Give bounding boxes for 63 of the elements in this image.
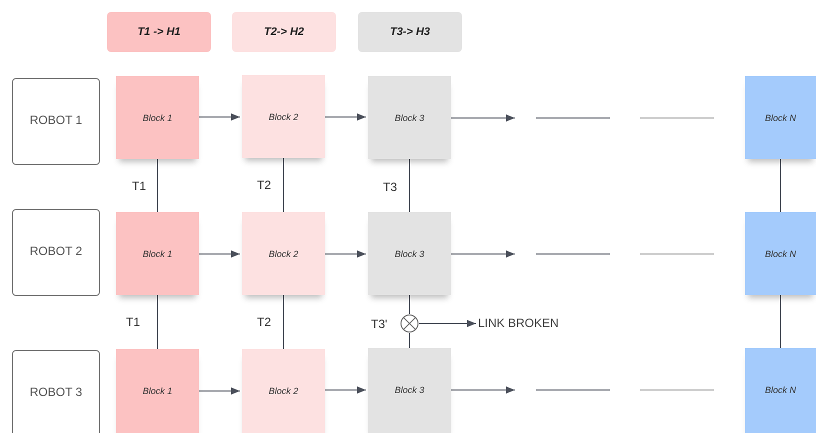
- connector-line: [780, 294, 781, 348]
- block-label: Block N: [764, 385, 796, 395]
- arrow: [198, 113, 240, 121]
- block-box: [242, 349, 325, 433]
- edge-label: T3: [382, 180, 398, 194]
- robot-box: [12, 209, 100, 296]
- arrow: [198, 250, 240, 258]
- connector-line: [780, 158, 781, 212]
- connector-line: [157, 158, 158, 212]
- connector-line: [409, 332, 410, 348]
- block-label: Block 1: [142, 113, 172, 123]
- legend-text: T1 -> H1: [137, 26, 181, 38]
- legend-text: T2-> H2: [264, 26, 304, 38]
- block-label: Block 1: [142, 249, 172, 259]
- arrow: [450, 386, 516, 394]
- edge-label: T1: [125, 315, 142, 329]
- edge-label: T3': [370, 317, 388, 331]
- connector-line: [283, 158, 284, 212]
- connector-line: [409, 158, 410, 212]
- block-box: [745, 348, 816, 433]
- arrow: [418, 320, 476, 328]
- block-label: Block 2: [268, 249, 298, 259]
- edge-label: T1: [131, 179, 148, 193]
- block-box: [116, 76, 199, 159]
- robot-box: [12, 78, 100, 165]
- block-label: Block 2: [268, 112, 298, 122]
- block-label: Block 3: [394, 385, 424, 395]
- broken-link-symbol: [400, 314, 419, 333]
- block-box: [745, 212, 816, 295]
- block-label: Block 3: [394, 249, 424, 259]
- edge-label: T2: [256, 178, 272, 192]
- block-box: [116, 212, 199, 295]
- arrow: [324, 386, 366, 394]
- arrow: [198, 387, 240, 395]
- arrow: [324, 113, 366, 121]
- block-box: [242, 75, 325, 158]
- block-box: [116, 349, 199, 433]
- robot-label: ROBOT 3: [30, 385, 82, 399]
- legend-box: [107, 12, 211, 52]
- block-label: Block N: [764, 113, 796, 123]
- edge-label: T2: [256, 315, 272, 329]
- connector-line: [157, 294, 158, 350]
- legend-box: [358, 12, 462, 52]
- robot-box: [12, 350, 100, 433]
- block-box: [368, 212, 451, 295]
- legend-box: [232, 12, 336, 52]
- block-box: [368, 348, 451, 433]
- block-box: [368, 76, 451, 159]
- arrow: [450, 250, 516, 258]
- status-label: LINK BROKEN: [478, 316, 559, 330]
- block-label: Block 1: [142, 386, 172, 396]
- connector-line: [409, 294, 410, 314]
- legend-text: T3-> H3: [390, 26, 430, 38]
- block-label: Block N: [764, 249, 796, 259]
- arrow: [324, 250, 366, 258]
- robot-label: ROBOT 2: [30, 244, 82, 258]
- arrow: [450, 114, 516, 122]
- block-box: [242, 212, 325, 295]
- robot-label: ROBOT 1: [30, 113, 82, 127]
- block-label: Block 2: [268, 386, 298, 396]
- block-box: [745, 76, 816, 159]
- connector-line: [283, 294, 284, 350]
- block-label: Block 3: [394, 113, 424, 123]
